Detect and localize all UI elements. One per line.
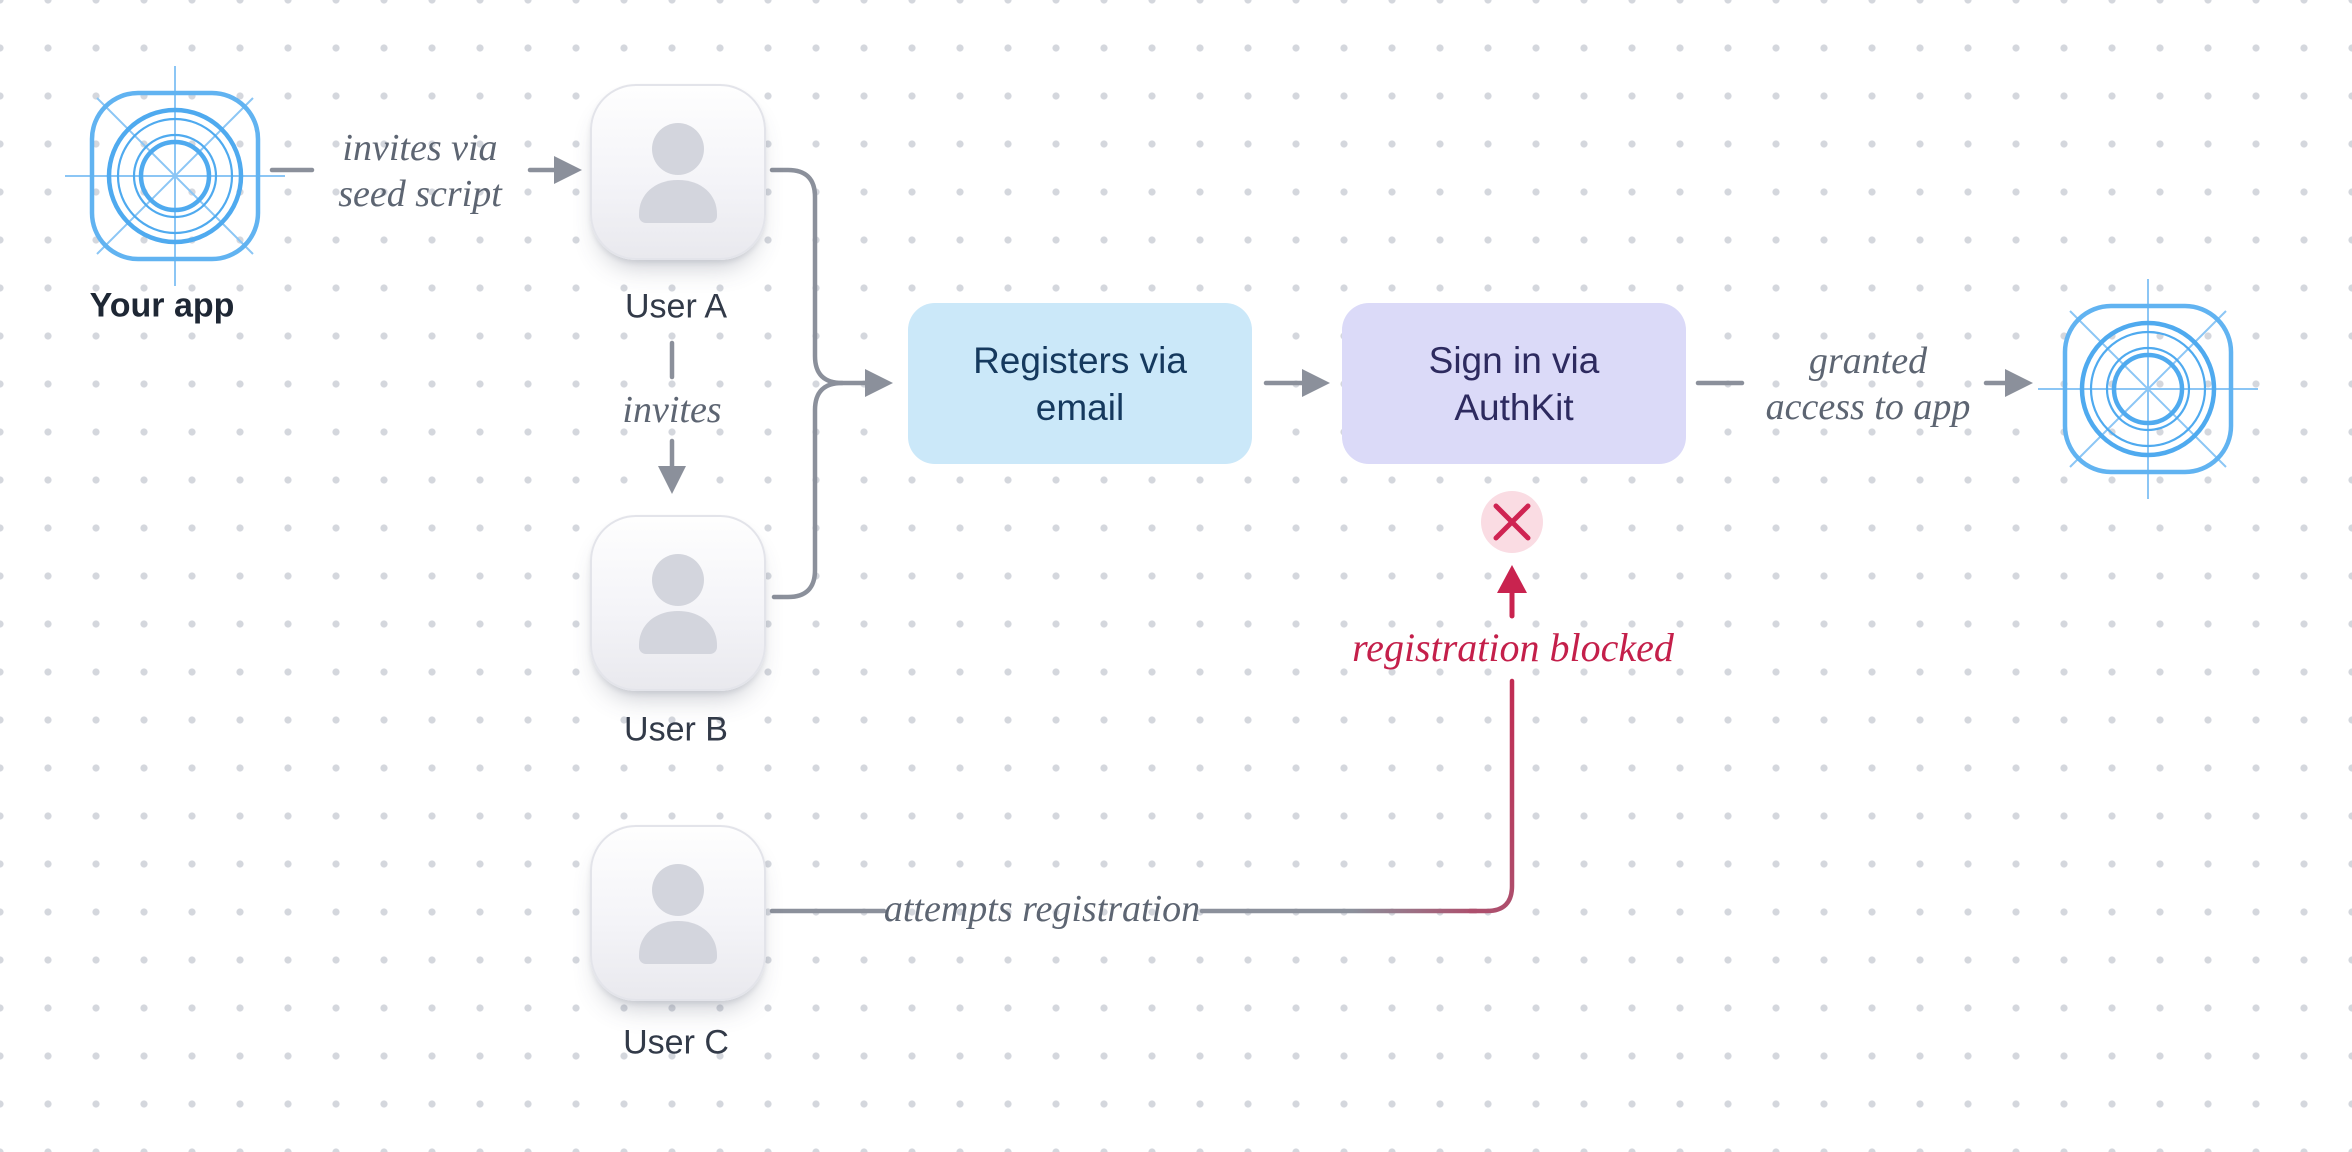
arrowhead-signin — [1302, 369, 1330, 397]
signin-step-box: Sign in via AuthKit — [1342, 303, 1686, 464]
arrowhead-usera — [554, 156, 582, 184]
blocked-x-icon — [1493, 503, 1531, 541]
user-c-node — [590, 825, 766, 1001]
person-icon — [639, 864, 717, 964]
app-blueprint-icon — [65, 66, 285, 286]
annotation-granted: granted access to app — [1765, 340, 1971, 428]
user-b-label: User B — [624, 710, 728, 749]
your-app-label: Your app — [89, 286, 235, 325]
annotation-invites: invites — [622, 389, 722, 431]
arrowhead-userb — [658, 466, 686, 494]
blocked-x-badge — [1481, 491, 1543, 553]
user-b-node — [590, 515, 766, 691]
register-step-box: Registers via email — [908, 303, 1252, 464]
edge-merge-to-register — [769, 167, 869, 600]
granted-app-node — [2028, 269, 2268, 509]
arrowhead-app — [2005, 369, 2033, 397]
your-app-node — [55, 56, 295, 296]
arrowhead-blocked — [1497, 565, 1527, 593]
edge-blocked-riser — [1467, 678, 1515, 914]
user-a-node — [590, 84, 766, 260]
annotation-blocked: registration blocked — [1352, 625, 1674, 670]
person-icon — [639, 554, 717, 654]
annotation-attempts: attempts registration — [883, 888, 1201, 930]
annotation-invite-seed: invites via seed script — [338, 127, 502, 215]
app-blueprint-icon — [2038, 279, 2258, 499]
arrowhead-register — [865, 369, 893, 397]
person-icon — [639, 123, 717, 223]
user-a-label: User A — [624, 287, 728, 326]
user-c-label: User C — [623, 1023, 729, 1062]
